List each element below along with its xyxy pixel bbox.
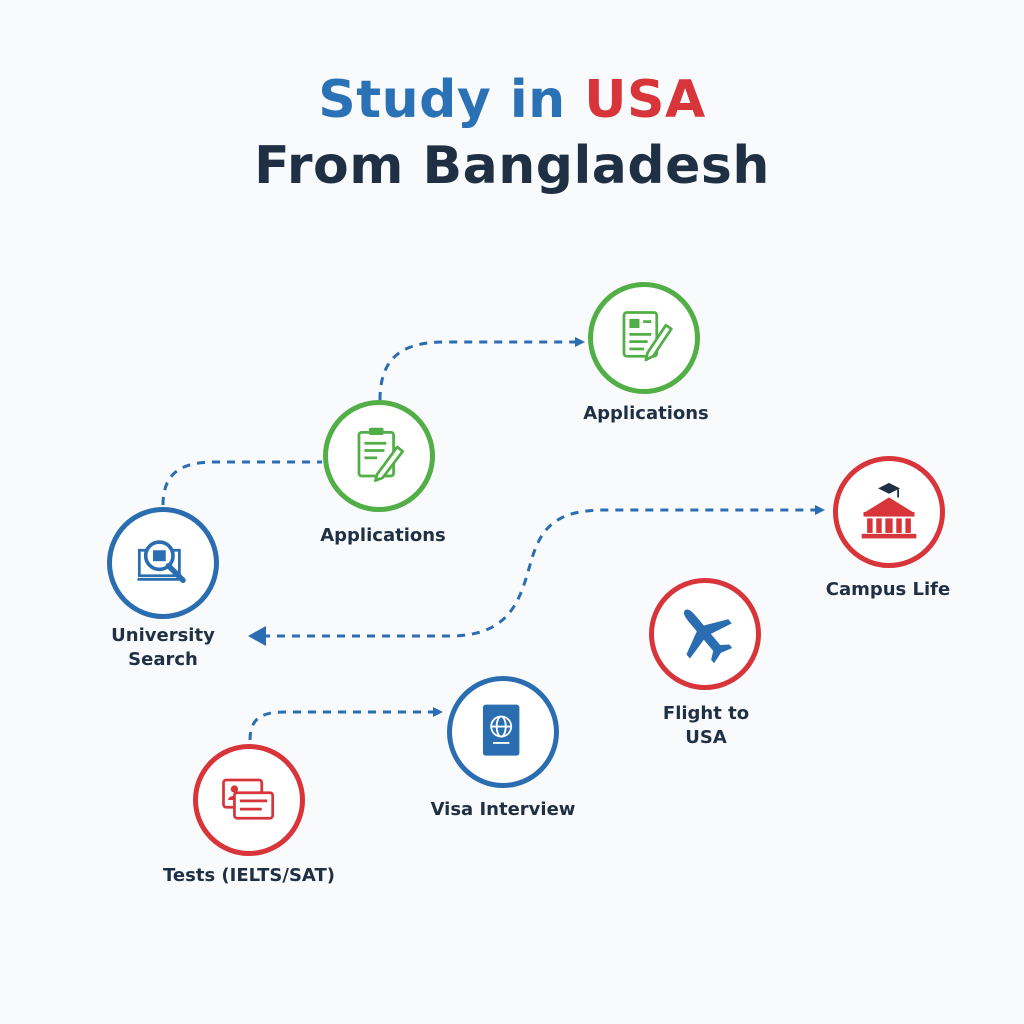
label-campus-life: Campus Life xyxy=(825,579,951,600)
connector-applications-to-applications xyxy=(378,337,585,401)
label-flight-to-usa: Flight to USA xyxy=(606,702,806,750)
step-tests xyxy=(193,744,305,856)
label-applications-middle: Applications xyxy=(320,525,446,546)
step-applications-top xyxy=(588,282,700,394)
label-applications-top: Applications xyxy=(583,403,709,424)
step-visa-interview xyxy=(447,676,559,788)
connector-tests-to-visa xyxy=(248,707,443,741)
step-flight-to-usa xyxy=(649,578,761,690)
label-university-search: University Search xyxy=(63,624,263,672)
label-visa-interview: Visa Interview xyxy=(430,799,576,820)
id-card-icon xyxy=(222,778,275,820)
airplane-icon xyxy=(683,609,733,664)
page-title: Study in USA xyxy=(0,70,1024,130)
label-tests: Tests (IELTS/SAT) xyxy=(163,865,335,886)
title-usa: USA xyxy=(584,70,706,130)
clipboard-pen-icon xyxy=(357,427,405,482)
title-from-bangladesh: From Bangladesh xyxy=(254,136,770,196)
passport-icon xyxy=(482,704,520,756)
step-campus-life xyxy=(833,456,945,568)
connector-search-to-applications xyxy=(161,460,322,506)
document-pen-icon xyxy=(622,311,673,362)
connector-wave-to-campus-life xyxy=(262,505,825,638)
arrowhead-left xyxy=(248,626,266,646)
step-university-search xyxy=(107,507,219,619)
graduation-building-icon xyxy=(861,482,917,539)
search-building-icon xyxy=(137,540,186,584)
label-flight-to-usa-text: Flight to USA xyxy=(662,703,750,748)
step-applications-middle xyxy=(323,400,435,512)
label-university-search-text: University Search xyxy=(111,625,215,670)
page-subtitle: From Bangladesh xyxy=(0,136,1024,196)
title-study-in: Study in xyxy=(318,70,566,130)
